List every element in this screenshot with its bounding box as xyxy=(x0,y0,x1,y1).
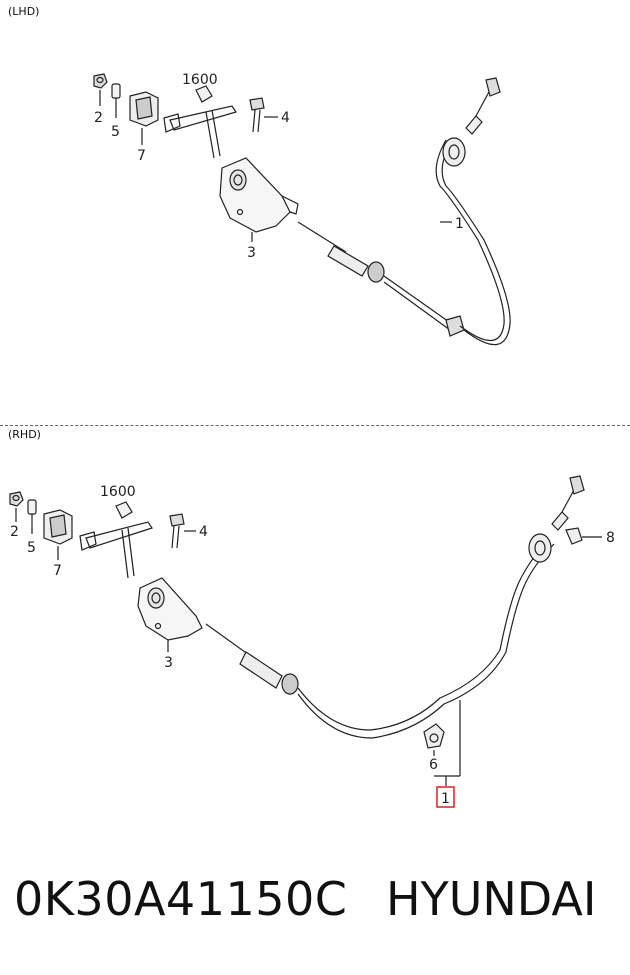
lhd-callout-1: 1 xyxy=(455,216,464,232)
rhd-callout-4: 4 xyxy=(199,524,208,540)
lhd-nut-part-2[interactable] xyxy=(93,73,108,89)
rhd-cable-part-1[interactable] xyxy=(205,475,585,777)
lhd-callout-2: 2 xyxy=(94,110,103,126)
lhd-lever-part-1600[interactable] xyxy=(163,85,237,159)
part-number: 0K30A41150C xyxy=(14,872,348,926)
rhd-pin-part-5[interactable] xyxy=(27,499,37,534)
rhd-callout-3: 3 xyxy=(164,655,173,671)
lhd-callout-4: 4 xyxy=(281,110,290,126)
lhd-pin-part-5[interactable] xyxy=(111,83,121,118)
rhd-callout-7: 7 xyxy=(53,563,62,579)
rhd-callout-1600: 1600 xyxy=(100,484,136,500)
rhd-callout-8: 8 xyxy=(606,530,615,546)
lhd-bolt-part-4[interactable] xyxy=(249,97,278,133)
lhd-section-label: (LHD) xyxy=(8,5,40,18)
highlight-box-part-1[interactable] xyxy=(436,786,455,808)
lhd-cable-part-1[interactable] xyxy=(297,77,511,346)
rhd-callout-6: 6 xyxy=(429,757,438,773)
rhd-clip-part-8[interactable] xyxy=(565,527,602,545)
rhd-bolt-part-4[interactable] xyxy=(169,513,196,549)
lhd-callout-5: 5 xyxy=(111,124,120,140)
rhd-section-label: (RHD) xyxy=(8,428,41,441)
rhd-nut-part-2[interactable] xyxy=(9,491,24,507)
lhd-callout-1600: 1600 xyxy=(182,72,218,88)
lhd-callout-3: 3 xyxy=(247,245,256,261)
rhd-callout-5: 5 xyxy=(27,540,36,556)
rhd-clamp-part-6[interactable] xyxy=(423,723,445,756)
rhd-callout-2: 2 xyxy=(10,524,19,540)
rhd-bracket-part-3[interactable] xyxy=(137,577,203,652)
lhd-bracket-part-3[interactable] xyxy=(219,157,299,242)
rhd-bushing-part-7[interactable] xyxy=(43,509,73,560)
lhd-callout-7: 7 xyxy=(137,148,146,164)
rhd-callout-1: 1 xyxy=(441,791,450,807)
brand-name: HYUNDAI xyxy=(386,872,597,926)
lhd-bushing-part-7[interactable] xyxy=(129,91,159,145)
section-divider xyxy=(0,425,630,426)
rhd-lever-part-1600[interactable] xyxy=(79,501,153,579)
